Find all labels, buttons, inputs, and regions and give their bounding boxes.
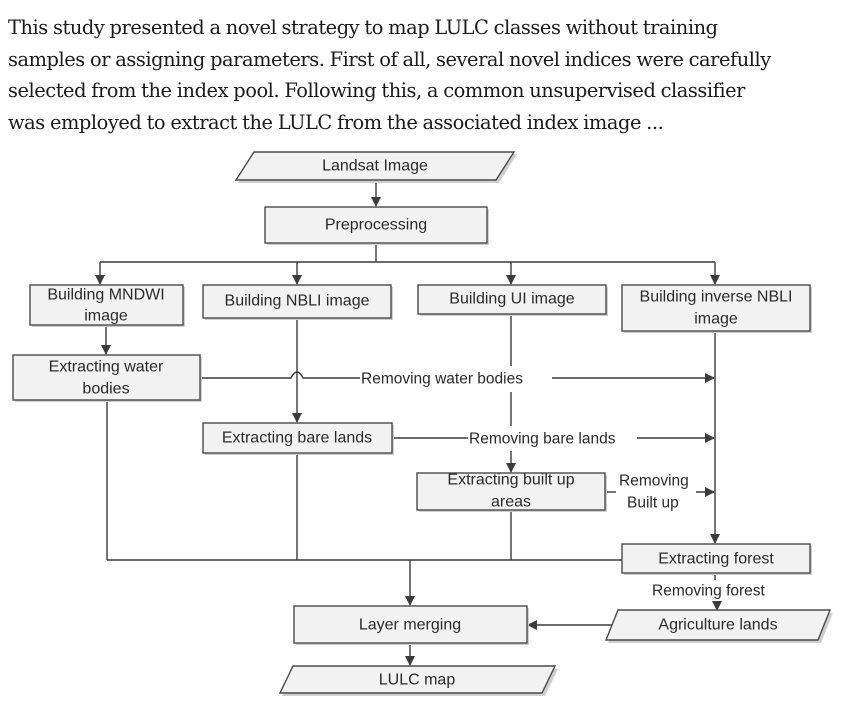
node-layer-merging: Layer merging bbox=[293, 605, 529, 645]
node-label: Preprocessing bbox=[325, 217, 427, 234]
node-label: Building MNDWI bbox=[47, 287, 164, 304]
node-label: Building UI image bbox=[449, 291, 575, 308]
edge-label-removing-builtup: Built up bbox=[627, 495, 679, 512]
node-label: Landsat Image bbox=[322, 158, 428, 175]
intro-line: was employed to extract the LULC from th… bbox=[8, 110, 664, 134]
node-label: Extracting forest bbox=[658, 551, 774, 568]
node-label: Layer merging bbox=[359, 617, 461, 634]
node-label: bodies bbox=[82, 381, 129, 398]
node-label: image bbox=[694, 311, 738, 328]
node-label: LULC map bbox=[379, 672, 456, 689]
intro-paragraph: This study presented a novel strategy to… bbox=[8, 12, 843, 138]
node-preprocessing: Preprocessing bbox=[264, 206, 489, 245]
node-label: Extracting built up bbox=[447, 472, 574, 489]
node-label: Extracting water bbox=[49, 359, 164, 376]
node-extracting-water: Extracting water bodies bbox=[12, 354, 202, 402]
node-extracting-forest: Extracting forest bbox=[621, 543, 812, 575]
node-building-mndwi: Building MNDWI image bbox=[29, 284, 185, 327]
connectors bbox=[95, 180, 722, 666]
node-landsat-image: Landsat Image bbox=[234, 151, 517, 183]
edge-label-removing-builtup: Removing bbox=[619, 473, 689, 490]
intro-line: This study presented a novel strategy to… bbox=[8, 16, 718, 39]
node-label: areas bbox=[491, 494, 531, 511]
node-label: Agriculture lands bbox=[658, 617, 777, 634]
node-extracting-bare: Extracting bare lands bbox=[202, 422, 394, 455]
edge-label-removing-forest: Removing forest bbox=[652, 583, 766, 600]
edge-water-removal-seg1 bbox=[200, 371, 360, 379]
node-label: Building NBLI image bbox=[225, 293, 370, 310]
intro-line: selected from the index pool. Following … bbox=[8, 79, 745, 102]
node-label: image bbox=[84, 308, 128, 325]
node-building-inverse-nbli: Building inverse NBLI image bbox=[621, 284, 812, 333]
node-label: Extracting bare lands bbox=[222, 430, 372, 447]
node-building-ui: Building UI image bbox=[417, 284, 608, 316]
node-agriculture-lands: Agriculture lands bbox=[604, 609, 833, 643]
intro-line: samples or assigning parameters. First o… bbox=[8, 47, 771, 71]
edge-label-removing-bare: Removing bare lands bbox=[469, 431, 616, 448]
node-lulc-map: LULC map bbox=[278, 665, 558, 696]
node-building-nbli: Building NBLI image bbox=[202, 284, 393, 320]
node-label: Building inverse NBLI bbox=[640, 289, 793, 306]
edge-label-removing-water: Removing water bodies bbox=[361, 371, 523, 388]
node-extracting-builtup: Extracting built up areas bbox=[416, 472, 607, 512]
